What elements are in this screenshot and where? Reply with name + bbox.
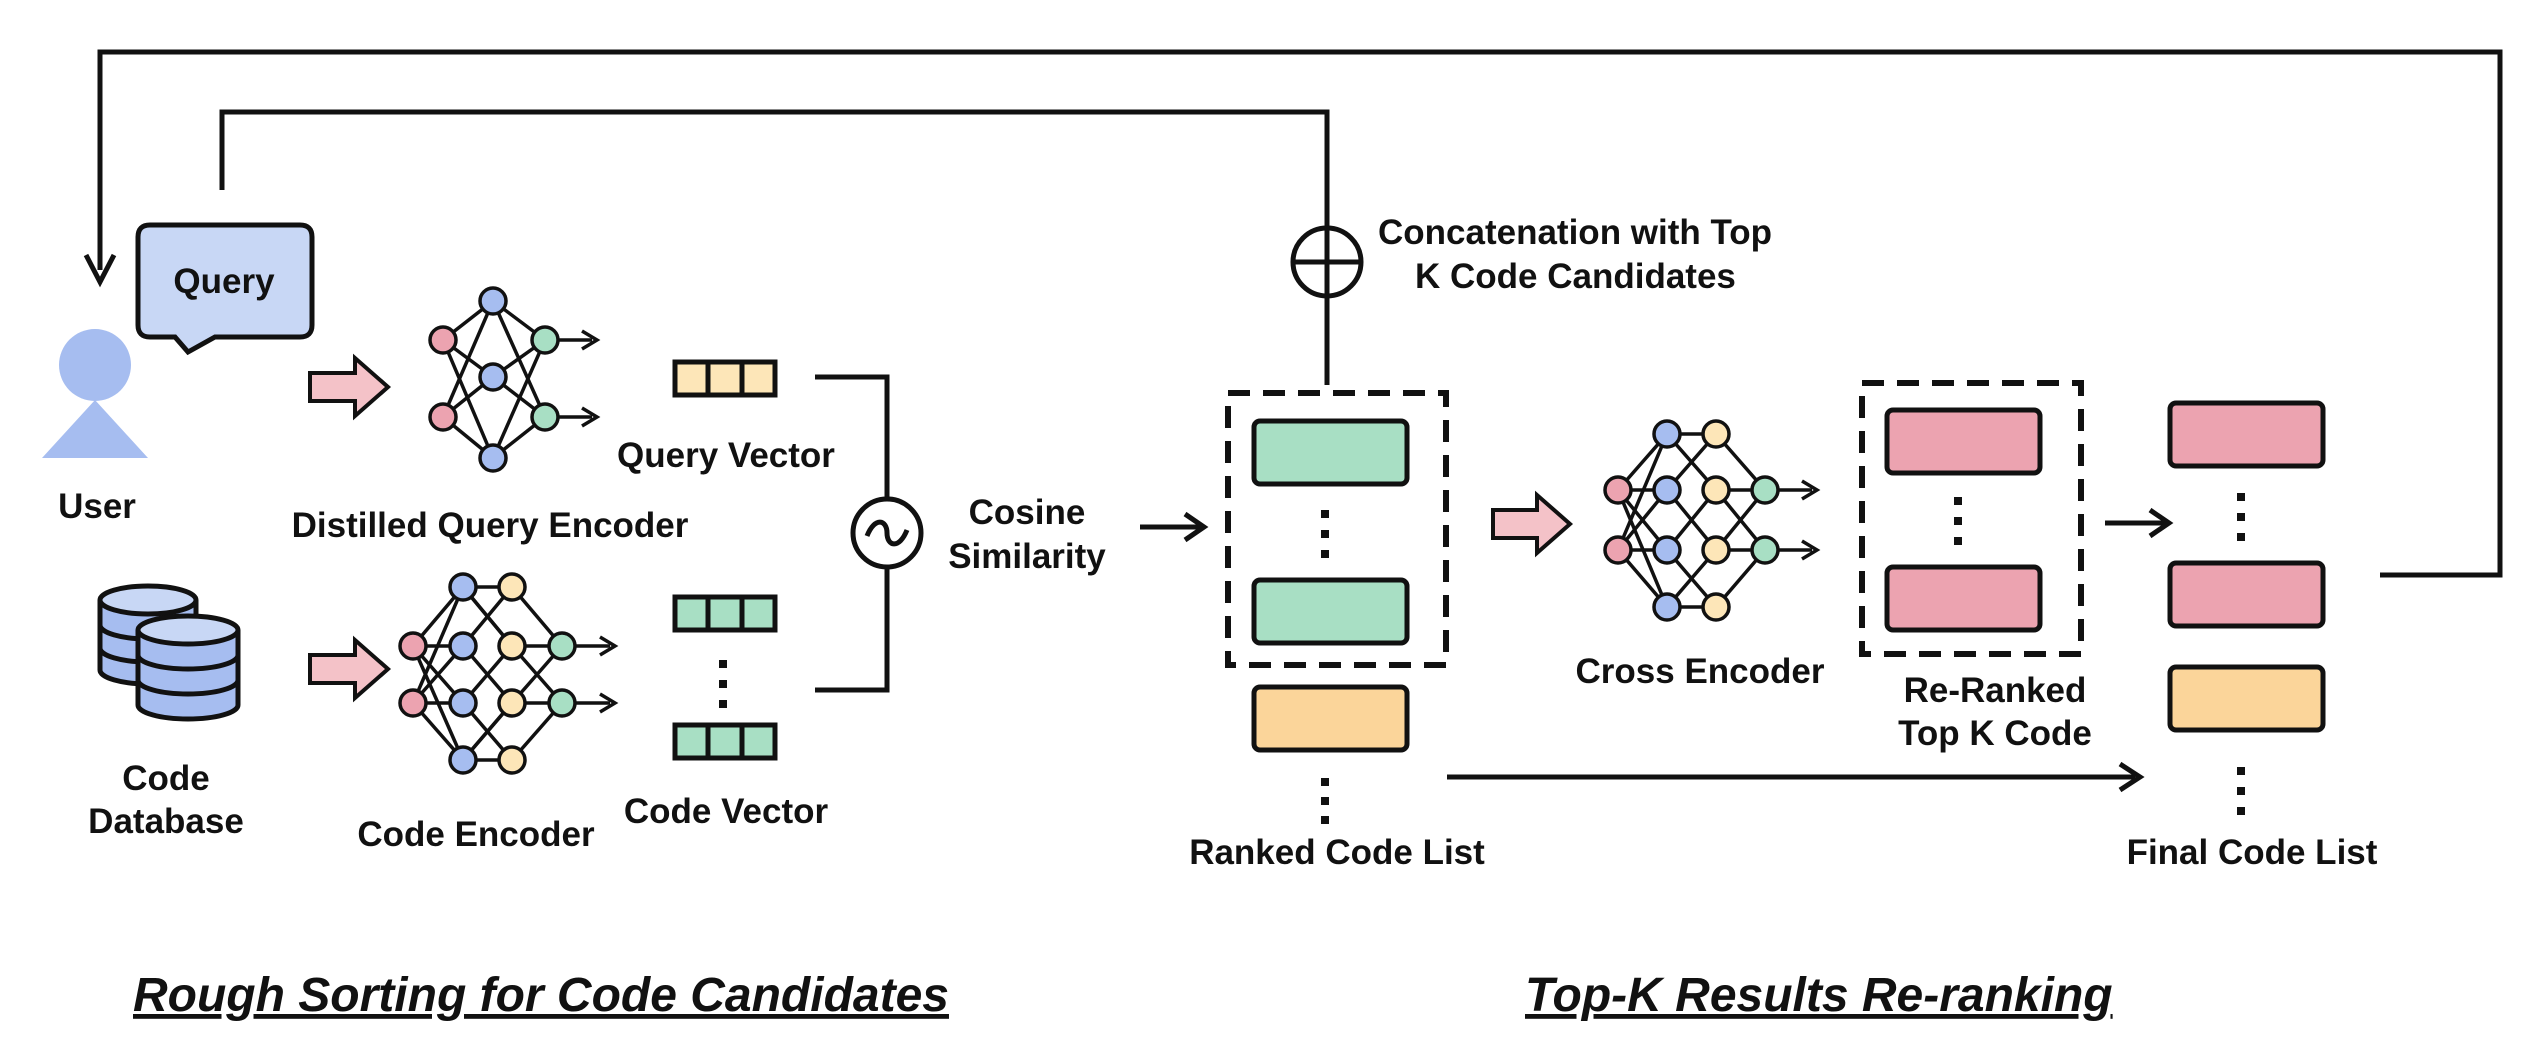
arrow-to-final-list <box>2105 507 2174 539</box>
distilled-query-encoder-network <box>428 286 601 473</box>
cross-encoder-label: Cross Encoder <box>1576 652 1825 691</box>
final-code-list <box>2167 400 2326 815</box>
query-vector-label: Query Vector <box>617 436 835 475</box>
final-code-list-label: Final Code List <box>2127 833 2378 872</box>
ranked-code-list <box>1225 390 1449 824</box>
query-bubble-label: Query <box>173 262 275 301</box>
user-label: User <box>58 487 136 526</box>
pink-arrow-code <box>308 635 392 703</box>
code-encoder-network <box>398 572 619 775</box>
circle-plus-icon <box>1290 225 1364 299</box>
query-bubble: Query <box>135 222 315 356</box>
outer-feedback-loop <box>83 49 2503 578</box>
query-vector <box>672 359 778 398</box>
arrow-to-ranked-list <box>1140 511 1209 543</box>
pink-arrow-query <box>308 353 392 421</box>
cosine-bracket <box>815 374 890 693</box>
query-to-concat-line <box>219 109 1330 385</box>
reranked-label-2: Top K Code <box>1898 714 2092 753</box>
section-title-right: Top-K Results Re-ranking <box>1525 969 2113 1022</box>
code-encoder-label: Code Encoder <box>357 815 595 854</box>
ranked-code-list-label: Ranked Code List <box>1189 833 1485 872</box>
cosine-label-2: Similarity <box>948 537 1106 576</box>
cosine-label-1: Cosine <box>969 493 1086 532</box>
section-title-left: Rough Sorting for Code Candidates <box>133 969 949 1022</box>
database-icon <box>97 583 241 722</box>
circle-tilde-icon <box>850 496 924 570</box>
reranked-label-1: Re-Ranked <box>1904 671 2087 710</box>
concat-label-2: K Code Candidates <box>1415 257 1736 296</box>
cross-encoder-network <box>1603 419 1821 622</box>
bottom-arrow-to-final <box>1447 761 2145 793</box>
pink-arrow-cross <box>1491 490 1574 558</box>
reranked-top-k <box>1859 380 2084 657</box>
distilled-query-encoder-label: Distilled Query Encoder <box>292 506 689 545</box>
code-database-label-1: Code <box>122 759 210 798</box>
user-icon <box>42 329 148 458</box>
code-database-label-2: Database <box>88 802 244 841</box>
concat-label-1: Concatenation with Top <box>1378 213 1772 252</box>
code-vector-stack <box>672 594 778 761</box>
code-vector-label: Code Vector <box>624 792 829 831</box>
